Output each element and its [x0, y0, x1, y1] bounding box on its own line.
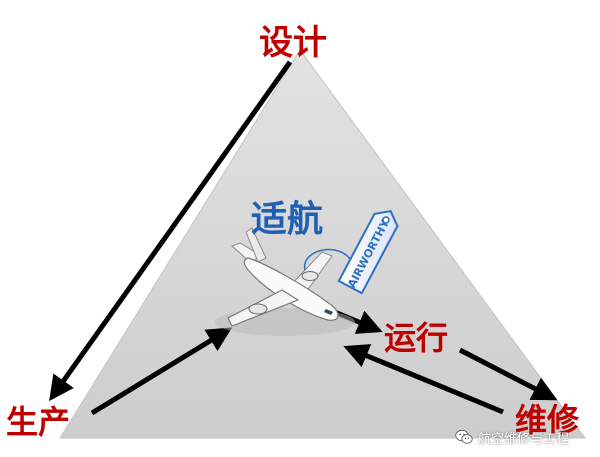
- triangle-background: [59, 49, 586, 439]
- watermark: 航空维修与工程: [455, 426, 569, 448]
- arrow-operation-to-maintenance: [458, 347, 558, 401]
- node-maintenance-label: 维修: [515, 401, 580, 439]
- arrow-design-to-production: [49, 60, 293, 402]
- watermark-text: 航空维修与工程: [478, 431, 570, 447]
- arrow-production-to-airworthy: [90, 327, 233, 416]
- airplane-icon: [215, 227, 355, 336]
- arrow-maintenance-to-airworthy: [343, 344, 504, 415]
- node-production-label: 生产: [6, 403, 71, 441]
- node-operation-label: 运行: [384, 319, 449, 357]
- wechat-icon: [455, 429, 473, 444]
- center-airworthy-label: 适航: [251, 199, 324, 240]
- node-design-label: 设计: [259, 23, 327, 63]
